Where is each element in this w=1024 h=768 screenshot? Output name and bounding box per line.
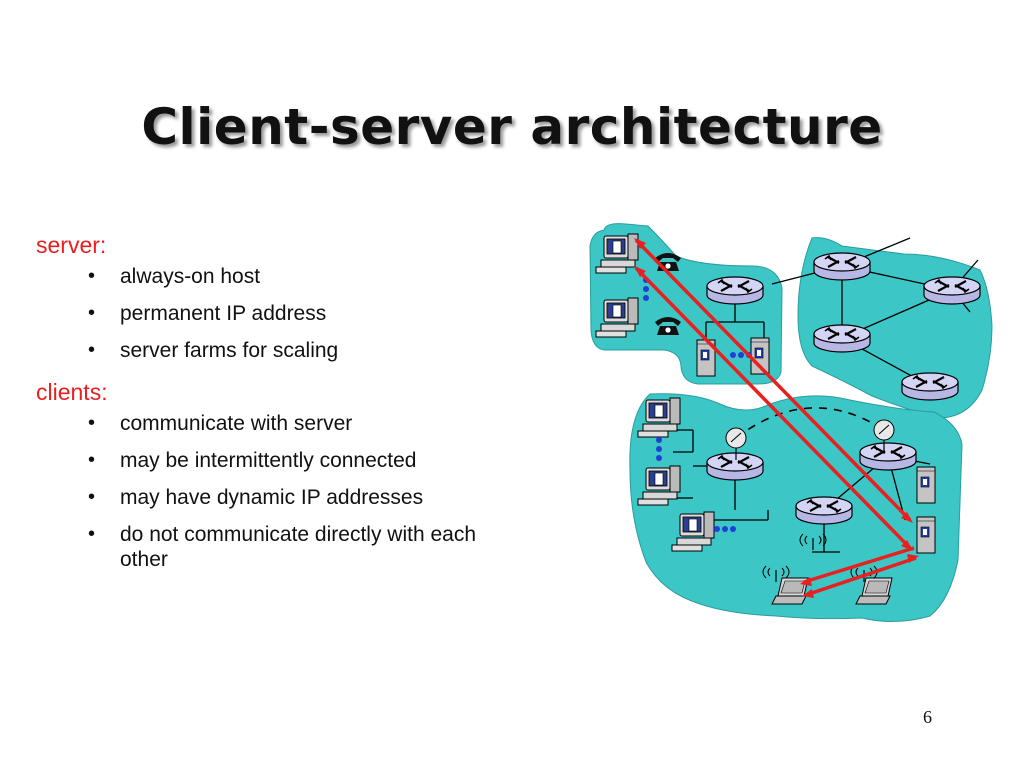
client-point-text: communicate with server [120, 412, 353, 435]
client-point: • may be intermittently connected [36, 448, 536, 473]
router-icon [812, 251, 872, 282]
page-number: 6 [923, 707, 932, 727]
bullet-dot: • [88, 265, 96, 287]
client-points: • communicate with server • may be intermi… [36, 411, 536, 572]
bullet-dot: • [88, 523, 96, 545]
client-point: • may have dynamic IP addresses [36, 485, 536, 510]
client-point-text: may have dynamic IP addresses [120, 486, 424, 509]
satellite-link [735, 407, 885, 439]
server-point: • always-on host [36, 264, 536, 289]
router-icon [705, 275, 765, 306]
server-points: • always-on host • permanent IP address • s… [36, 264, 536, 363]
router-icon [858, 441, 918, 472]
router-icon [900, 371, 960, 402]
client-server-arrows [634, 238, 917, 597]
clients-heading: clients: [36, 379, 108, 405]
bullet-dot: • [88, 302, 96, 324]
bullet-dot: • [88, 412, 96, 434]
client-point-text: do not communicate directly with each ot… [120, 523, 477, 571]
server-point-text: always-on host [120, 265, 261, 288]
bullet-dot: • [88, 486, 96, 508]
client-point: • do not communicate directly with each o… [36, 522, 520, 572]
router-icon [794, 495, 854, 526]
server-point: • server farms for scaling [36, 338, 536, 363]
router-icon [922, 275, 982, 306]
server-tower-icon [916, 466, 936, 504]
arrowheads [634, 238, 919, 598]
slide-title: Client-server architecture [141, 98, 883, 156]
client-point: • communicate with server [36, 411, 536, 436]
router-icon [705, 451, 765, 482]
server-tower-icon [916, 516, 936, 554]
server-point-text: server farms for scaling [120, 339, 339, 362]
server-heading: server: [36, 232, 107, 258]
bullet-dot: • [88, 449, 96, 471]
bullet-list: server: • always-on host • permanent IP ad… [36, 228, 536, 584]
server-point-text: permanent IP address [120, 302, 327, 325]
server-point: • permanent IP address [36, 301, 536, 326]
router-icon [812, 323, 872, 354]
bullet-dot: • [88, 339, 96, 361]
client-point-text: may be intermittently connected [120, 449, 417, 472]
